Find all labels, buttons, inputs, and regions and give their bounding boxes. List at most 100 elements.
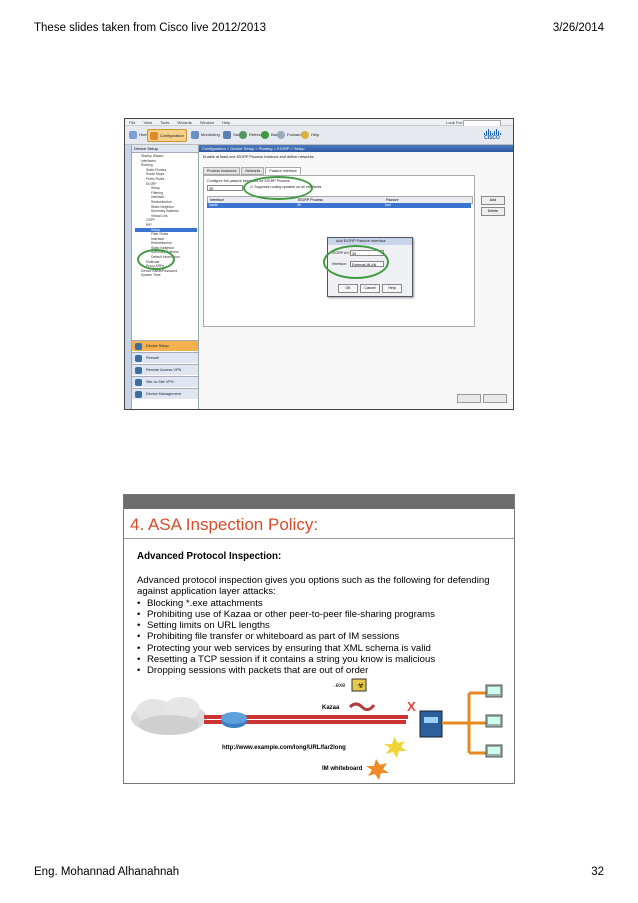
menu-file[interactable]: File (129, 120, 136, 125)
intro-text: Advanced protocol inspection gives you o… (137, 575, 490, 598)
tree-item[interactable]: Interfaces (141, 158, 156, 163)
lan-links (442, 691, 486, 755)
apply-button[interactable] (457, 394, 481, 403)
url-label: http://www.example.com/long/URL/far2long (222, 745, 346, 751)
monitoring-button[interactable]: Monitoring (191, 129, 220, 140)
menu-tools[interactable]: Tools (160, 120, 170, 125)
nav-site-to-site-vpn[interactable]: Site-to-Site VPN (132, 376, 198, 387)
tree-item[interactable]: Interface (151, 195, 165, 200)
pc-icon (485, 684, 503, 698)
worm-icon (348, 702, 376, 712)
forward-button[interactable]: Forward (277, 129, 302, 140)
asdm-screenshot: File View Tools Wizards Window Help Look… (124, 118, 514, 410)
setup-description: Enable at least one EIGRP Process Instan… (203, 155, 315, 159)
add-button[interactable]: Add (481, 196, 505, 205)
suppress-highlight-circle (243, 176, 313, 200)
dialog-help-button[interactable]: Help (382, 284, 402, 293)
monitoring-icon (191, 130, 199, 139)
im-whiteboard-label: IM whiteboard (322, 766, 363, 772)
kazaa-label: Kazaa (322, 705, 340, 711)
tab-networks[interactable]: Networks (241, 167, 265, 175)
site-to-site-vpn-icon (135, 379, 142, 386)
content-pane: Configuration > Device Setup > Routing >… (199, 145, 513, 409)
list-item: Resetting a TCP session if it contains a… (137, 654, 509, 666)
bullet-list: Blocking *.exe attachments Prohibiting u… (137, 598, 509, 677)
col-interface: Interface (210, 198, 224, 202)
help-button[interactable]: Help (301, 129, 319, 140)
tree-item[interactable]: Virtual Link (151, 213, 168, 218)
burst-icon (366, 759, 389, 780)
tree-item[interactable]: Startup Wizard (141, 154, 164, 158)
home-button[interactable]: Home (129, 129, 150, 140)
internet-cloud-icon (131, 697, 207, 735)
nav-remote-access-vpn[interactable]: Remote Access VPN (132, 364, 198, 375)
exe-label: .exe (334, 683, 346, 689)
tree-item[interactable]: Redistribution (151, 199, 172, 204)
toolbar: Home Configuration Monitoring Save Refre… (125, 126, 513, 145)
tree-item[interactable]: Setup (151, 186, 160, 191)
slide-top-bar (124, 495, 514, 509)
tab-passive-interface[interactable]: Passive Interface (265, 167, 301, 175)
tree-item[interactable]: Static Neighbor (151, 245, 175, 250)
nav-device-setup[interactable]: Device Setup (132, 340, 198, 351)
menu-window[interactable]: Window (199, 120, 215, 125)
dialog-highlight-circle (323, 245, 389, 279)
refresh-button[interactable]: Refresh (239, 129, 263, 140)
save-button[interactable]: Save (223, 129, 242, 140)
save-icon (223, 130, 231, 139)
tree-item[interactable]: Redistribution (151, 241, 172, 246)
tree-item[interactable]: OSPF (146, 218, 156, 223)
navigation-pane: Device Setup Startup Wizard Interfaces R… (132, 145, 199, 409)
device-setup-icon (135, 343, 142, 350)
device-list-strip[interactable] (125, 145, 132, 409)
configuration-icon (150, 131, 158, 140)
configuration-button[interactable]: Configuration (147, 129, 187, 142)
dialog-cancel-button[interactable]: Cancel (360, 284, 380, 293)
refresh-icon (239, 130, 247, 139)
tree-item[interactable]: Filter Rules (151, 232, 169, 237)
tree-item[interactable]: Summary Address (151, 209, 179, 214)
tree-item[interactable]: Interface (151, 236, 165, 241)
slide-body: Advanced protocol inspection gives you o… (137, 575, 509, 677)
nav-firewall[interactable]: Firewall (132, 352, 198, 363)
dialog-ok-button[interactable]: OK (338, 284, 358, 293)
tree-item[interactable]: Routing (141, 163, 153, 168)
tree-item[interactable]: System Time (141, 273, 161, 278)
help-icon (301, 130, 309, 139)
tree-item[interactable]: Static Routes (146, 167, 167, 172)
tree-item[interactable]: Device Name/Password (141, 268, 178, 273)
remote-access-vpn-icon (135, 367, 142, 374)
tree-item[interactable]: EIGRP (146, 181, 157, 186)
reset-button[interactable] (483, 394, 507, 403)
tree-item[interactable]: Prefix Rules (146, 176, 165, 181)
menu-wizards[interactable]: Wizards (177, 120, 192, 125)
cell-interface: inside (209, 203, 218, 207)
table-row[interactable]: inside 35 true (207, 203, 471, 208)
slide-subtitle: Advanced Protocol Inspection: (137, 551, 282, 562)
eigrp-process-select[interactable]: 35 (207, 185, 243, 191)
dialog-title: Add EIGRP Passive Interface (328, 238, 412, 245)
title-divider (124, 538, 514, 539)
tree-item[interactable]: Filtering (151, 190, 164, 195)
tree-item-selected[interactable]: Setup (135, 227, 197, 233)
nav-device-management[interactable]: Device Management (132, 388, 198, 399)
menu-view[interactable]: View (143, 120, 153, 125)
tree-item[interactable]: RIP (146, 222, 152, 227)
tree-item[interactable]: Static Neighbor (151, 204, 175, 209)
page-number: 32 (591, 866, 604, 878)
cell-passive: true (385, 203, 391, 207)
burst-icon (384, 737, 407, 758)
block-x-icon: X (407, 699, 416, 714)
tree-item[interactable]: Route Maps (146, 172, 165, 177)
back-button[interactable]: Back (261, 129, 280, 140)
inspection-policy-slide: 4. ASA Inspection Policy: Advanced Proto… (123, 494, 515, 784)
delete-button[interactable]: Delete (481, 207, 505, 216)
home-icon (129, 130, 137, 139)
menu-help[interactable]: Help (222, 120, 231, 125)
pc-icon (485, 714, 503, 728)
nav-pane-title: Device Setup (132, 145, 198, 153)
col-passive: Passive (386, 198, 399, 202)
list-item: Prohibiting file transfer or whiteboard … (137, 631, 509, 643)
cell-process: 35 (297, 203, 301, 207)
tab-process-instances[interactable]: Process Instances (203, 167, 241, 175)
